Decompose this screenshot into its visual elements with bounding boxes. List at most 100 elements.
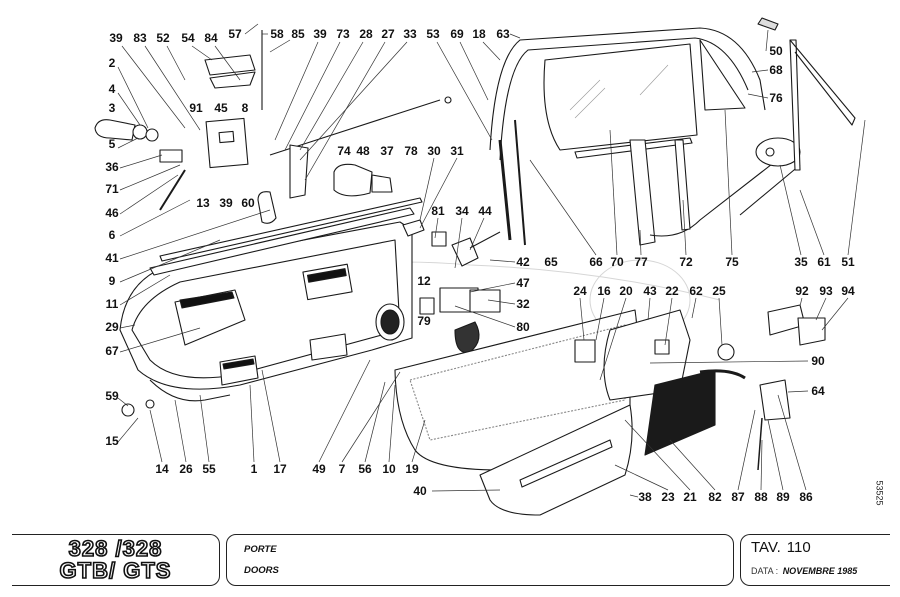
part-callout-63: 63 — [496, 27, 510, 41]
door-lock — [205, 117, 249, 169]
part-callout-36: 36 — [105, 160, 119, 174]
model-line-2: GTB/ GTS — [59, 558, 172, 583]
part-callout-20: 20 — [619, 284, 633, 298]
part-callout-69: 69 — [450, 27, 464, 41]
part-callout-17: 17 — [273, 462, 287, 476]
part-callout-66: 66 — [589, 255, 603, 269]
part-callout-27: 27 — [381, 27, 395, 41]
part-callout-26: 26 — [179, 462, 193, 476]
regulator-motor — [755, 137, 801, 167]
door-mirror — [333, 163, 373, 197]
part-callout-86: 86 — [799, 490, 813, 504]
part-callout-21: 21 — [683, 490, 697, 504]
part-callout-39: 39 — [313, 27, 327, 41]
part-callout-80: 80 — [516, 320, 530, 334]
part-callout-60: 60 — [241, 196, 255, 210]
part-callout-72: 72 — [679, 255, 693, 269]
part-callout-77: 77 — [634, 255, 648, 269]
part-callout-8: 8 — [241, 101, 249, 115]
part-callout-9: 9 — [108, 274, 116, 288]
sheet-meta-box: TAV. 110 DATA : NOVEMBRE 1985 — [740, 534, 890, 586]
part-callout-54: 54 — [181, 31, 195, 45]
part-callout-61: 61 — [817, 255, 831, 269]
part-callout-23: 23 — [661, 490, 675, 504]
part-callout-14: 14 — [155, 462, 169, 476]
part-callout-53: 53 — [426, 27, 440, 41]
part-callout-83: 83 — [133, 31, 147, 45]
part-callout-76: 76 — [769, 91, 783, 105]
part-callout-91: 91 — [189, 101, 203, 115]
part-callout-45: 45 — [214, 101, 228, 115]
part-callout-32: 32 — [516, 297, 530, 311]
part-callout-92: 92 — [795, 284, 809, 298]
part-callout-25: 25 — [712, 284, 726, 298]
part-callout-82: 82 — [708, 490, 722, 504]
part-callout-3: 3 — [108, 101, 116, 115]
part-callout-41: 41 — [105, 251, 119, 265]
part-callout-40: 40 — [413, 484, 427, 498]
part-callout-89: 89 — [776, 490, 790, 504]
part-callout-4: 4 — [108, 82, 116, 96]
title-english: DOORS — [244, 565, 279, 576]
part-callout-13: 13 — [196, 196, 210, 210]
part-callout-29: 29 — [105, 320, 119, 334]
part-callout-30: 30 — [427, 144, 441, 158]
part-callout-51: 51 — [841, 255, 855, 269]
part-callout-93: 93 — [819, 284, 833, 298]
part-callout-75: 75 — [725, 255, 739, 269]
part-callout-85: 85 — [291, 27, 305, 41]
part-callout-74: 74 — [337, 144, 351, 158]
part-callout-71: 71 — [105, 182, 119, 196]
date-label: DATA : — [751, 566, 779, 576]
part-callout-65: 65 — [544, 255, 558, 269]
part-callout-47: 47 — [516, 276, 530, 290]
insulation-pad — [644, 369, 716, 456]
part-callout-39: 39 — [219, 196, 233, 210]
part-callout-38: 38 — [638, 490, 652, 504]
drawing-reference-number: 53525 — [874, 480, 885, 506]
part-callout-79: 79 — [417, 314, 431, 328]
armrest — [603, 309, 691, 401]
mirror-bracket — [759, 379, 791, 421]
part-callout-42: 42 — [516, 255, 530, 269]
part-callout-34: 34 — [455, 204, 469, 218]
part-callout-58: 58 — [270, 27, 284, 41]
part-callout-18: 18 — [472, 27, 486, 41]
part-callout-44: 44 — [478, 204, 492, 218]
part-callout-78: 78 — [404, 144, 418, 158]
model-line-1: 328 /328 — [68, 536, 163, 561]
part-callout-73: 73 — [336, 27, 350, 41]
leader-lines — [117, 23, 866, 498]
tav-label: TAV. — [751, 539, 781, 556]
part-callout-67: 67 — [105, 344, 119, 358]
window-rail — [149, 207, 415, 276]
part-callout-43: 43 — [643, 284, 657, 298]
window-regulator — [629, 139, 656, 246]
part-callout-64: 64 — [811, 384, 825, 398]
part-callout-28: 28 — [359, 27, 373, 41]
part-callout-15: 15 — [105, 434, 119, 448]
model-badge: 328 /328 GTB/ GTS — [12, 534, 220, 586]
part-callout-50: 50 — [769, 44, 783, 58]
part-callout-94: 94 — [841, 284, 855, 298]
part-callout-49: 49 — [312, 462, 326, 476]
part-callout-87: 87 — [731, 490, 745, 504]
part-callout-5: 5 — [108, 137, 116, 151]
date-row: DATA : NOVEMBRE 1985 — [751, 566, 857, 576]
tav-number: 110 — [786, 539, 811, 556]
diagram-artwork — [94, 17, 866, 516]
part-callout-46: 46 — [105, 206, 119, 220]
door-pocket — [479, 404, 633, 516]
part-callout-88: 88 — [754, 490, 768, 504]
part-callout-62: 62 — [689, 284, 703, 298]
quarter-glass — [699, 39, 746, 111]
part-callout-12: 12 — [417, 274, 431, 288]
window-glass — [543, 43, 698, 151]
part-callout-70: 70 — [610, 255, 624, 269]
part-callout-57: 57 — [228, 27, 242, 41]
lock-button — [121, 403, 135, 417]
part-callout-16: 16 — [597, 284, 611, 298]
part-callout-59: 59 — [105, 389, 119, 403]
part-callout-33: 33 — [403, 27, 417, 41]
